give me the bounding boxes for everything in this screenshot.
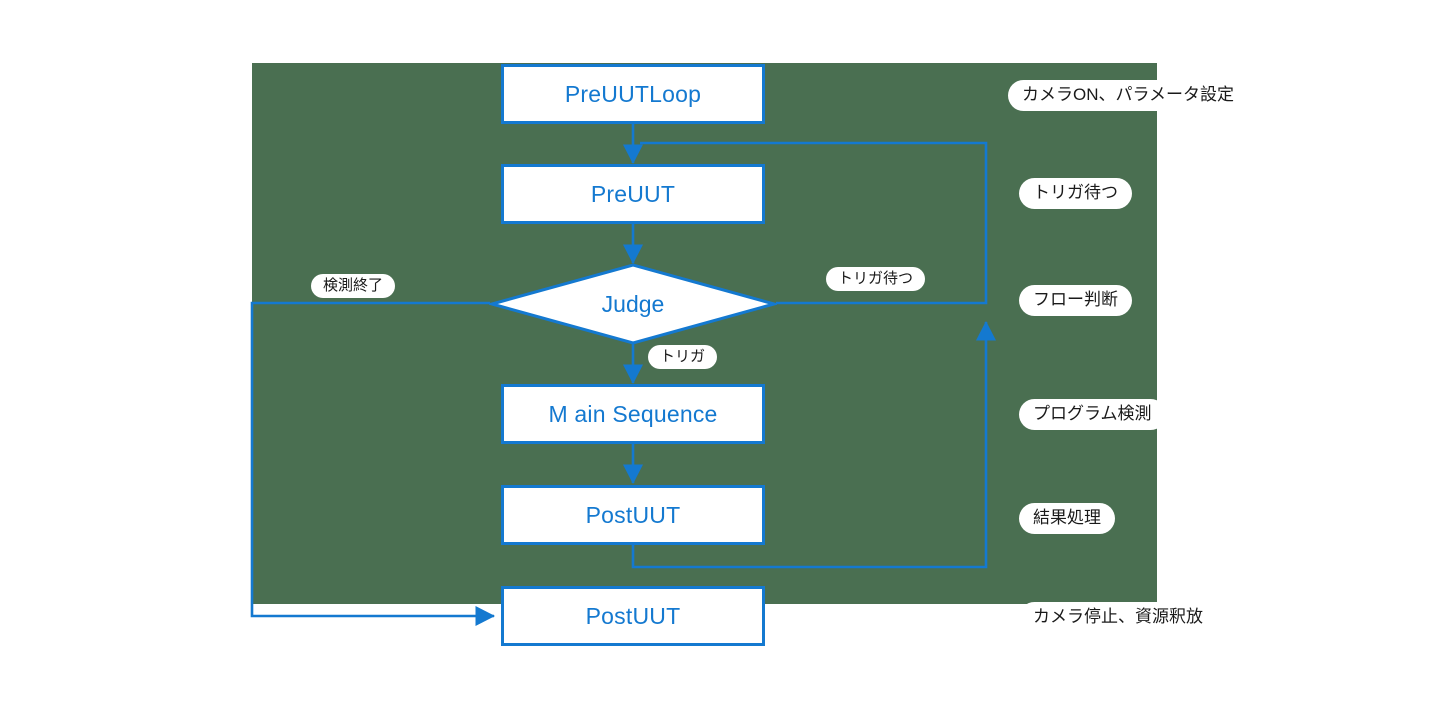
edge-label-judge-down: トリガ — [648, 345, 718, 370]
side-note-preuut: トリガ待つ — [1019, 178, 1132, 209]
node-preuutloop-label: PreUUTLoop — [564, 80, 702, 107]
edge-label-judge-left: 検測終了 — [311, 274, 396, 299]
node-postuut-2-label: PostUUT — [585, 602, 681, 629]
edge-judge-right-loop — [640, 141, 988, 305]
node-preuutloop[interactable]: PreUUTLoop — [501, 64, 765, 124]
node-preuut[interactable]: PreUUT — [501, 164, 765, 224]
node-mainsequence-label: M ain Sequence — [548, 400, 718, 427]
side-note-preuutloop: カメラON、パラメータ設定 — [1008, 80, 1248, 111]
node-judge[interactable]: Judge — [486, 263, 780, 345]
side-note-mainsequence: プログラム検測 — [1019, 399, 1166, 430]
node-postuut-2[interactable]: PostUUT — [501, 586, 765, 646]
edge-judge-left-to-postuut2 — [250, 301, 496, 627]
node-postuut-1[interactable]: PostUUT — [501, 485, 765, 545]
side-note-postuut-2: カメラ停止、資源釈放 — [1019, 602, 1217, 633]
edge-label-judge-right: トリガ待つ — [826, 267, 926, 292]
side-note-postuut-1: 結果処理 — [1019, 503, 1115, 534]
edge-postuut1-to-judge-loop — [631, 320, 997, 569]
node-mainsequence[interactable]: M ain Sequence — [501, 384, 765, 444]
side-note-judge: フロー判断 — [1019, 285, 1132, 316]
judge-diamond-shape — [486, 263, 780, 345]
node-preuut-label: PreUUT — [590, 180, 676, 207]
node-postuut-1-label: PostUUT — [585, 501, 681, 528]
